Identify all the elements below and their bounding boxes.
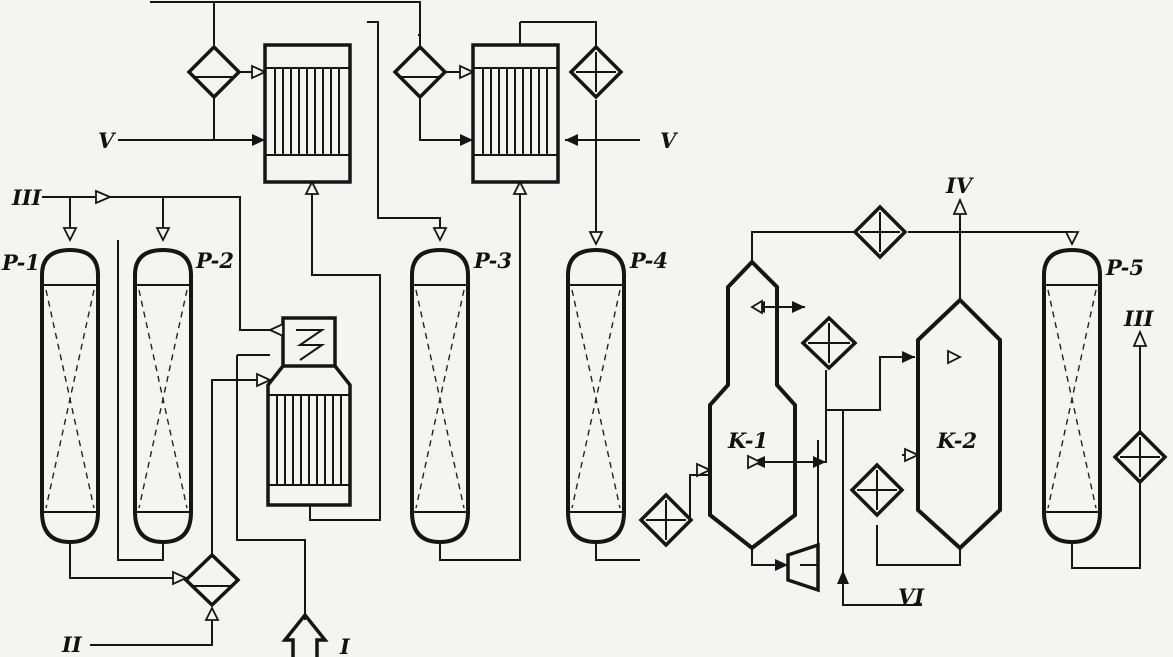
flow-arrows — [62, 64, 1148, 657]
cooler-3 — [852, 204, 908, 260]
label-reactor-p1: P-1 — [1, 250, 40, 275]
labels: P-1 P-2 P-3 P-4 P-5 K-1 K-2 I II III IV … — [1, 128, 1155, 657]
label-column-k1: K-1 — [727, 428, 768, 453]
label-stream-6: VI — [898, 584, 925, 609]
cooler-6 — [1112, 429, 1168, 485]
filter-3 — [183, 552, 241, 608]
label-reactor-p4: P-4 — [629, 248, 668, 273]
label-stream-3-out: III — [1123, 306, 1155, 331]
furnace-heater — [266, 316, 352, 507]
label-stream-4: IV — [945, 173, 975, 198]
column-k2 — [916, 297, 1002, 551]
heat-exchanger-1 — [263, 43, 352, 184]
cooler-5 — [849, 462, 905, 518]
label-stream-5-left: V — [98, 128, 117, 153]
pump — [786, 542, 820, 593]
label-stream-3: III — [11, 185, 43, 210]
reactor-p2 — [133, 247, 193, 545]
cooler-4 — [800, 315, 858, 371]
reactor-p3 — [410, 247, 470, 545]
filter-2 — [392, 44, 448, 100]
reactor-p4 — [566, 247, 626, 545]
label-reactor-p5: P-5 — [1105, 255, 1144, 280]
heat-exchanger-2 — [471, 43, 560, 184]
reactor-p1 — [40, 247, 100, 545]
label-column-k2: K-2 — [936, 428, 977, 453]
label-reactor-p3: P-3 — [473, 248, 512, 273]
reactor-p5 — [1042, 247, 1102, 545]
cooler-2 — [638, 492, 694, 548]
column-k1 — [708, 259, 797, 551]
label-stream-1: I — [339, 634, 351, 657]
cooler-1 — [568, 44, 624, 100]
label-reactor-p2: P-2 — [195, 248, 234, 273]
filter-1 — [186, 44, 242, 100]
label-stream-5-right: V — [660, 128, 679, 153]
label-stream-2: II — [61, 632, 83, 657]
piping — [42, 1, 1141, 646]
